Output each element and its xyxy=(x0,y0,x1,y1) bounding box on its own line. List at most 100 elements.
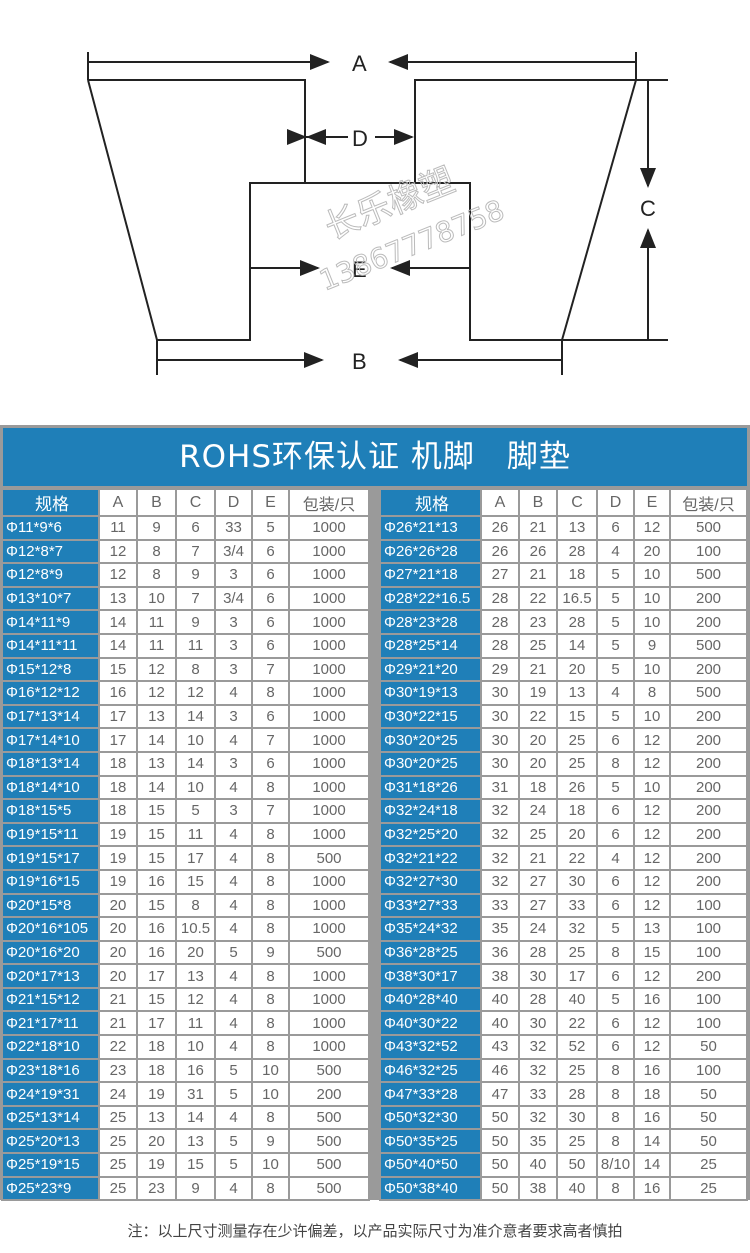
spec-cell: Φ32*24*18 xyxy=(381,800,480,822)
value-cell: 8 xyxy=(253,1036,288,1058)
value-cell: 16 xyxy=(138,918,175,940)
column-header: D xyxy=(598,490,633,515)
column-header: E xyxy=(253,490,288,515)
value-cell: 13 xyxy=(558,517,596,539)
value-cell: 9 xyxy=(177,1177,214,1200)
value-cell: 18 xyxy=(520,776,556,799)
value-cell: 18 xyxy=(558,564,596,586)
value-cell: 1000 xyxy=(290,965,368,987)
spec-cell: Φ20*16*20 xyxy=(3,941,98,964)
value-cell: 3 xyxy=(216,752,251,775)
value-cell: 50 xyxy=(558,1154,596,1176)
spec-cell: Φ23*18*16 xyxy=(3,1059,98,1082)
value-cell: 500 xyxy=(290,1106,368,1129)
value-cell: 20 xyxy=(558,823,596,846)
value-cell: 12 xyxy=(138,658,175,681)
value-cell: 33 xyxy=(216,517,251,539)
value-cell: 25 xyxy=(100,1106,136,1129)
value-cell: 200 xyxy=(671,847,746,869)
value-cell: 14 xyxy=(138,776,175,799)
value-cell: 12 xyxy=(635,1036,669,1058)
value-cell: 25 xyxy=(558,941,596,964)
column-header: 包装/只 xyxy=(671,490,746,515)
column-header: 规格 xyxy=(381,490,480,515)
value-cell: 22 xyxy=(558,847,596,869)
value-cell: 30 xyxy=(482,752,518,775)
spec-cell: Φ32*21*22 xyxy=(381,847,480,869)
value-cell: 26 xyxy=(482,517,518,539)
value-cell: 32 xyxy=(482,823,518,846)
value-cell: 15 xyxy=(138,988,175,1011)
value-cell: 38 xyxy=(520,1177,556,1200)
value-cell: 5 xyxy=(598,634,633,657)
value-cell: 19 xyxy=(100,870,136,893)
value-cell: 3 xyxy=(216,658,251,681)
value-cell: 50 xyxy=(671,1083,746,1105)
value-cell: 17 xyxy=(100,729,136,751)
value-cell: 14 xyxy=(635,1154,669,1176)
dimension-diagram: A D E B C 长乐橡塑 13867778758 xyxy=(87,51,668,375)
value-cell: 30 xyxy=(520,1012,556,1035)
value-cell: 500 xyxy=(671,682,746,704)
value-cell: 19 xyxy=(520,682,556,704)
value-cell: 23 xyxy=(520,611,556,633)
value-cell: 16 xyxy=(635,1059,669,1082)
value-cell: 12 xyxy=(635,517,669,539)
value-cell: 16 xyxy=(635,988,669,1011)
value-cell: 14 xyxy=(100,634,136,657)
value-cell: 30 xyxy=(482,682,518,704)
value-cell: 1000 xyxy=(290,752,368,775)
value-cell: 1000 xyxy=(290,682,368,704)
value-cell: 100 xyxy=(671,941,746,964)
spec-cell: Φ21*15*12 xyxy=(3,988,98,1011)
spec-cell: Φ47*33*28 xyxy=(381,1083,480,1105)
value-cell: 50 xyxy=(671,1036,746,1058)
value-cell: 32 xyxy=(520,1106,556,1129)
value-cell: 8 xyxy=(253,1106,288,1129)
value-cell: 13 xyxy=(138,705,175,728)
value-cell: 4 xyxy=(598,847,633,869)
value-cell: 32 xyxy=(482,847,518,869)
value-cell: 1000 xyxy=(290,634,368,657)
value-cell: 20 xyxy=(177,941,214,964)
value-cell: 24 xyxy=(520,918,556,940)
value-cell: 8 xyxy=(253,965,288,987)
label-b: B xyxy=(352,349,367,374)
value-cell: 11 xyxy=(138,611,175,633)
value-cell: 10 xyxy=(635,611,669,633)
value-cell: 100 xyxy=(671,1012,746,1035)
spec-cell: Φ33*27*33 xyxy=(381,894,480,917)
value-cell: 500 xyxy=(671,517,746,539)
spec-cell: Φ26*21*13 xyxy=(381,517,480,539)
value-cell: 8 xyxy=(598,752,633,775)
value-cell: 4 xyxy=(216,894,251,917)
footnote: 注：以上尺寸测量存在少许偏差，以产品实际尺寸为准介意者要求高者慎拍 xyxy=(127,1222,623,1240)
value-cell: 1000 xyxy=(290,870,368,893)
value-cell: 18 xyxy=(138,1036,175,1058)
value-cell: 22 xyxy=(520,587,556,610)
value-cell: 17 xyxy=(177,847,214,869)
value-cell: 8 xyxy=(253,918,288,940)
value-cell: 8 xyxy=(177,894,214,917)
value-cell: 6 xyxy=(253,540,288,563)
value-cell: 40 xyxy=(482,1012,518,1035)
value-cell: 100 xyxy=(671,540,746,563)
value-cell: 27 xyxy=(482,564,518,586)
value-cell: 18 xyxy=(100,776,136,799)
spec-cell: Φ31*18*26 xyxy=(381,776,480,799)
value-cell: 7 xyxy=(253,729,288,751)
spec-cell: Φ30*22*15 xyxy=(381,705,480,728)
value-cell: 8 xyxy=(253,1177,288,1200)
